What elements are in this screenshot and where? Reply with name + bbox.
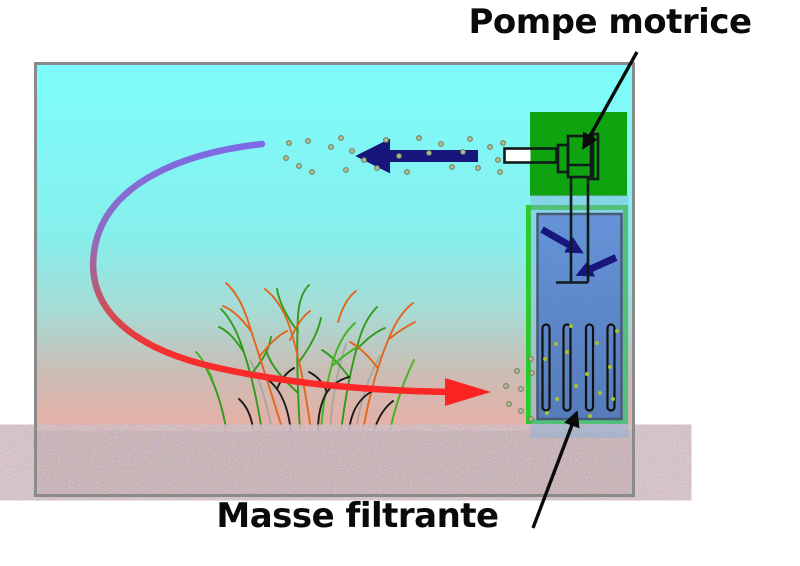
filter-box [526, 205, 628, 424]
pump-housing [530, 112, 627, 196]
filter-inflow-arrows [540, 226, 618, 277]
intake-bubbles [503, 356, 535, 422]
pump-body [566, 134, 595, 179]
water-circulation-arrow [89, 140, 491, 406]
outlet-pipe [503, 147, 558, 164]
gravel-texture [37, 431, 632, 494]
outlet-pipe-fill [505, 149, 531, 162]
label-arrows [531, 51, 639, 529]
media-particles [543, 324, 619, 418]
filter-label-arrow [531, 410, 580, 529]
outflow-bubbles [283, 135, 506, 175]
pump-assembly [503, 132, 600, 284]
filter-media-label: Masse filtrante [216, 496, 499, 536]
plant [195, 282, 416, 433]
pump-label-arrow [582, 51, 639, 150]
circulation-arrowhead [445, 378, 491, 406]
tank-frame [34, 62, 635, 497]
pump-label: Pompe motrice [468, 2, 752, 42]
gravel-substrate [37, 431, 632, 494]
